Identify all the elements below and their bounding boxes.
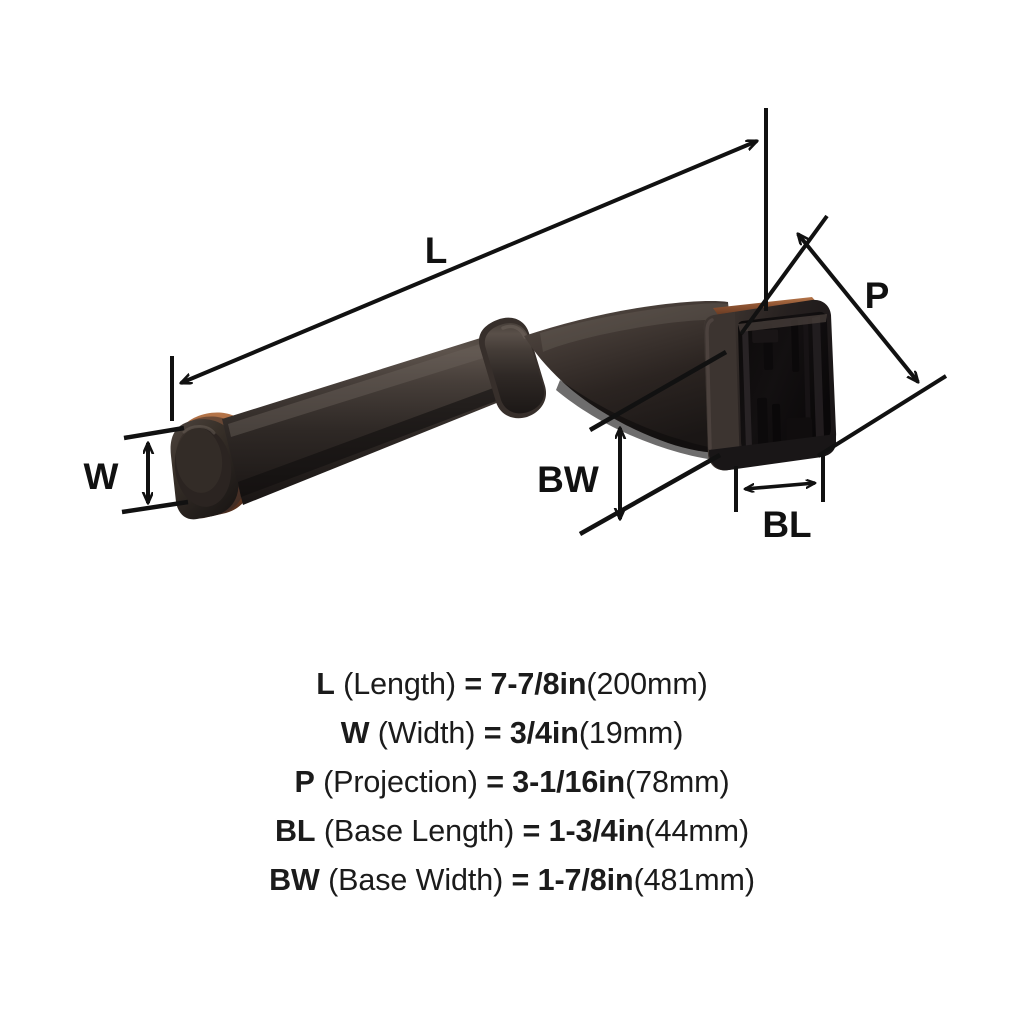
spec-code: W [340,716,370,750]
spec-row: L (Length) = 7-7/8in(200mm) [0,660,1024,709]
projection-dimension-arrow [796,234,920,382]
dimension-projection: P [739,214,948,458]
spec-equals: = [511,863,530,897]
bracket-bottom-lip [709,434,836,471]
spec-metric-value: (481mm) [633,863,755,897]
spec-row: W (Width) = 3/4in(19mm) [0,709,1024,758]
spec-code: L [316,667,335,701]
spec-row: P (Projection) = 3-1/16in(78mm) [0,758,1024,807]
diagram-area: L W P BW [84,108,948,545]
dimension-diagram-svg: L W P BW [84,108,948,545]
spec-name: (Base Width) [328,863,504,897]
spec-row: BW (Base Width) = 1-7/8in(481mm) [0,856,1024,905]
wall-mount-bracket [703,297,837,471]
spec-name: (Projection) [323,765,478,799]
base-width-extension-bottom [578,453,722,536]
spec-name: (Width) [377,716,476,750]
spec-code: P [294,765,315,799]
main-bar-tube [222,330,524,505]
length-label: L [425,230,448,271]
spec-equals: = [483,716,502,750]
bar-bottom-shadow [238,379,523,497]
base-length-label: BL [762,504,811,545]
spec-metric-value: (44mm) [644,814,750,848]
spec-imperial-value: 7-7/8in [490,667,587,701]
cavity-rib-lower-left [757,397,769,448]
width-extension-bottom [121,499,189,515]
end-cap-face-highlight [175,427,223,493]
spec-metric-value: (19mm) [578,716,684,750]
cavity-rib-lower-mid [772,403,782,448]
spec-metric-value: (200mm) [586,667,708,701]
spec-imperial-value: 3-1/16in [512,765,626,799]
base-length-dimension-arrow [745,483,815,489]
spec-code: BW [269,863,320,897]
base-width-label: BW [537,459,599,500]
dimension-length: L [170,108,768,421]
projection-extension-lower [816,374,948,458]
spec-equals: = [464,667,483,701]
dimension-base-width: BW [537,350,728,536]
spec-equals: = [486,765,504,799]
spec-code: BL [275,814,316,848]
spec-equals: = [522,814,541,848]
cavity-set-screw-boss [786,417,813,444]
spec-row: BL (Base Length) = 1-3/4in(44mm) [0,807,1024,856]
specification-legend: L (Length) = 7-7/8in(200mm) W (Width) = … [0,660,1024,905]
width-extension-top [123,425,185,441]
spec-metric-value: (78mm) [625,765,730,799]
dimension-width: W [84,425,189,515]
cavity-top-tab [752,329,779,343]
spec-imperial-value: 3/4in [509,716,579,750]
spec-name: (Length) [343,667,456,701]
projection-label: P [865,275,890,316]
end-cap-specular [182,425,216,435]
base-width-extension-top [588,350,728,432]
spec-name: (Base Length) [323,814,515,848]
dimension-base-length: BL [734,455,825,545]
spec-imperial-value: 1-3/4in [548,814,645,848]
length-dimension-arrow [181,139,757,385]
cavity-rib-upper-right [791,319,800,372]
width-label: W [84,456,119,497]
spec-imperial-value: 1-7/8in [537,863,634,897]
